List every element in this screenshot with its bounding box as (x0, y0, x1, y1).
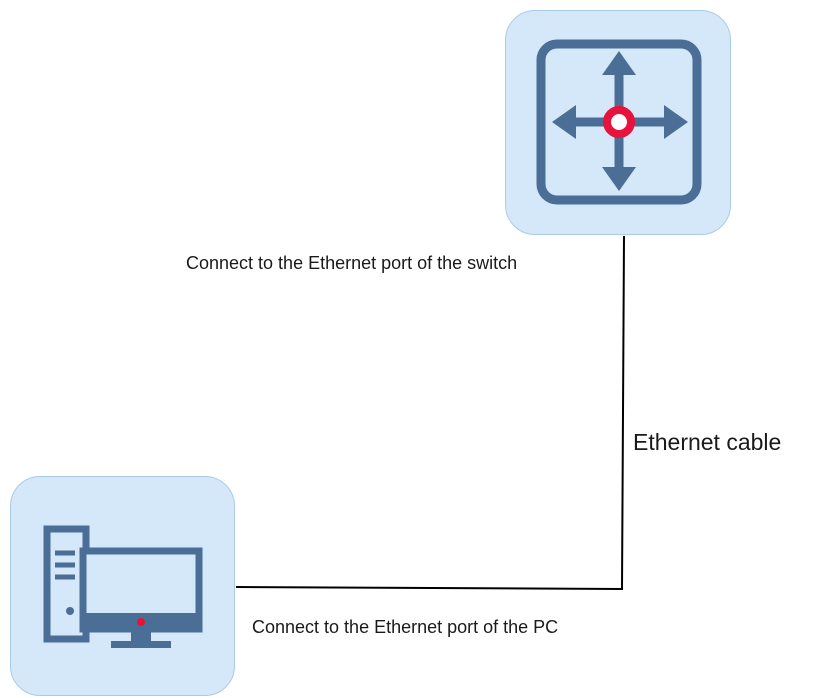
ethernet-cable-line (235, 235, 625, 591)
switch-tile (505, 10, 731, 235)
pc-tile (10, 476, 235, 696)
ethernet-cable-label: Ethernet cable (633, 429, 782, 455)
pc-port-label: Connect to the Ethernet port of the PC (252, 617, 559, 637)
desktop-computer-icon (43, 525, 203, 648)
switch-port-label: Connect to the Ethernet port of the swit… (186, 253, 518, 273)
switch-icon (536, 39, 702, 205)
